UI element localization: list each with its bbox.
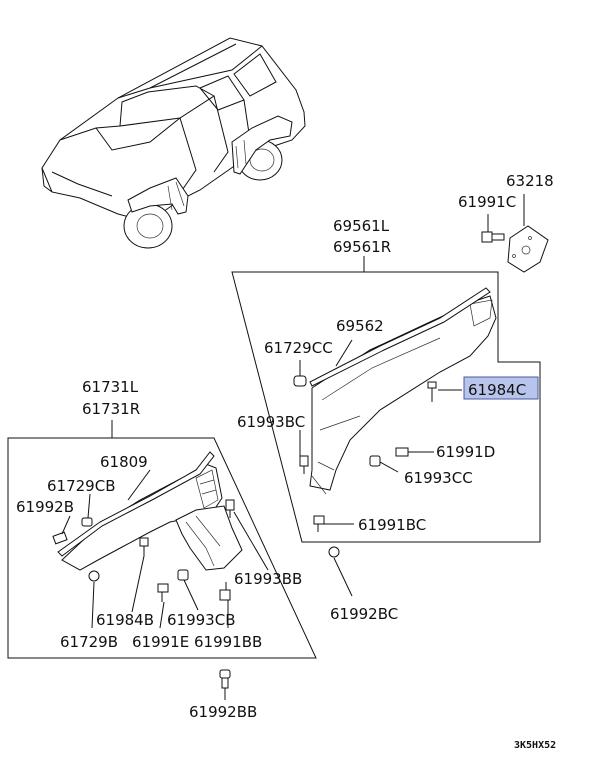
label-61729cb[interactable]: 61729CB — [47, 477, 115, 495]
label-61809[interactable]: 61809 — [100, 453, 148, 471]
front-group-box — [7, 437, 317, 659]
label-61731l[interactable]: 61731L — [82, 378, 139, 396]
label-61993cb[interactable]: 61993CB — [167, 611, 235, 629]
highlight-61984c — [463, 376, 539, 400]
part-61992bb-clip — [219, 669, 231, 700]
label-61993bb[interactable]: 61993BB — [234, 570, 302, 588]
label-61731r[interactable]: 61731R — [82, 400, 140, 418]
label-61984b[interactable]: 61984B — [96, 611, 154, 629]
vehicle-illustration — [41, 37, 306, 249]
label-69562[interactable]: 69562 — [336, 317, 384, 335]
label-61991c[interactable]: 61991C — [458, 193, 516, 211]
front-fasteners — [52, 499, 235, 602]
rear-fasteners — [293, 375, 462, 532]
rear-fender-flare — [309, 287, 497, 495]
label-61991bb[interactable]: 61991BB — [194, 633, 262, 651]
label-69561l[interactable]: 69561L — [333, 217, 390, 235]
label-61993bc[interactable]: 61993BC — [237, 413, 305, 431]
label-61984c[interactable]: 61984C — [468, 381, 526, 399]
label-61992bb[interactable]: 61992BB — [189, 703, 257, 721]
part-61992bc-clip — [328, 546, 353, 597]
label-69561r[interactable]: 69561R — [333, 238, 391, 256]
front-fender-flare — [57, 451, 243, 571]
part-61984c-screw — [427, 381, 437, 402]
label-61993cc[interactable]: 61993CC — [404, 469, 473, 487]
part-63218-plate — [507, 194, 549, 273]
part-61991c-bolt — [481, 214, 505, 243]
label-61991e[interactable]: 61991E — [132, 633, 189, 651]
label-61729b[interactable]: 61729B — [60, 633, 118, 651]
label-61991bc[interactable]: 61991BC — [358, 516, 426, 534]
label-61991d[interactable]: 61991D — [436, 443, 495, 461]
label-63218[interactable]: 63218 — [506, 172, 554, 190]
rear-group-box — [231, 271, 541, 543]
diagram-code: 3K5HX52 — [514, 740, 556, 751]
rear-leaders — [299, 339, 434, 525]
label-61992b[interactable]: 61992B — [16, 498, 74, 516]
front-leaders — [61, 469, 269, 629]
label-61729cc[interactable]: 61729CC — [264, 339, 333, 357]
label-61992bc[interactable]: 61992BC — [330, 605, 398, 623]
part-labels: 63218 61991C 69561L 69561R 69562 61729CC… — [16, 172, 556, 751]
